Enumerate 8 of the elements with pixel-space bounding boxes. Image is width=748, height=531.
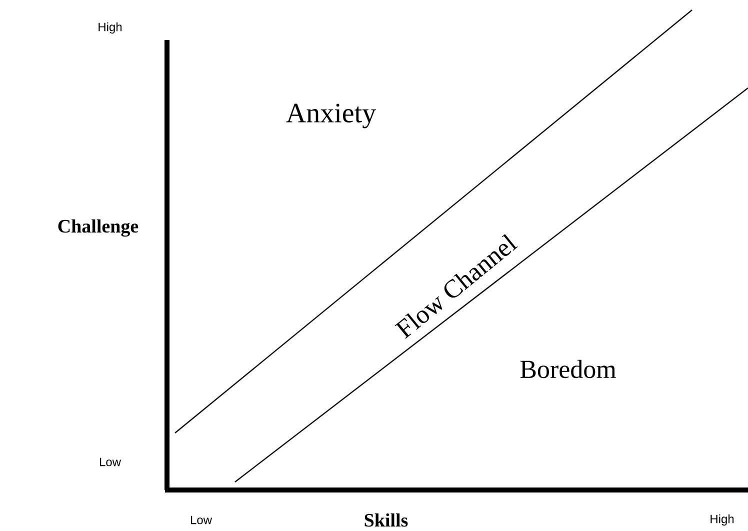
axis-label: Skills bbox=[364, 513, 408, 527]
tick-label: Low bbox=[100, 458, 122, 466]
axis-label: Challenge bbox=[58, 219, 138, 237]
region-label: Boredom bbox=[520, 360, 616, 378]
tick-label: High bbox=[98, 22, 122, 34]
tick-label: High bbox=[710, 514, 734, 526]
tick-label: Low bbox=[190, 516, 212, 524]
region-label: Anxiety bbox=[286, 104, 376, 128]
